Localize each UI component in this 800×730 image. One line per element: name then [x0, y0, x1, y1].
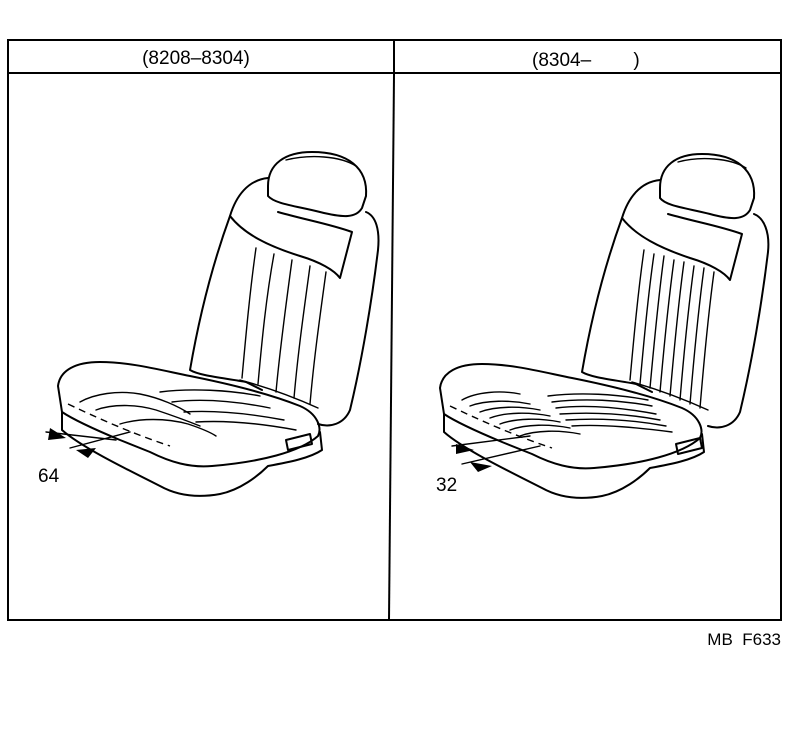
- dimension-label-left: 64: [38, 466, 60, 487]
- figure-code: MB F633: [707, 630, 781, 649]
- diagram-frame: [7, 39, 782, 621]
- panel-right-header: (8304– ): [532, 50, 640, 71]
- panel-left-header: (8208–8304): [142, 48, 250, 69]
- seat-illustration-right: [439, 153, 770, 499]
- dimension-label-right: 32: [436, 475, 457, 496]
- seat-illustration-left: [45, 151, 380, 497]
